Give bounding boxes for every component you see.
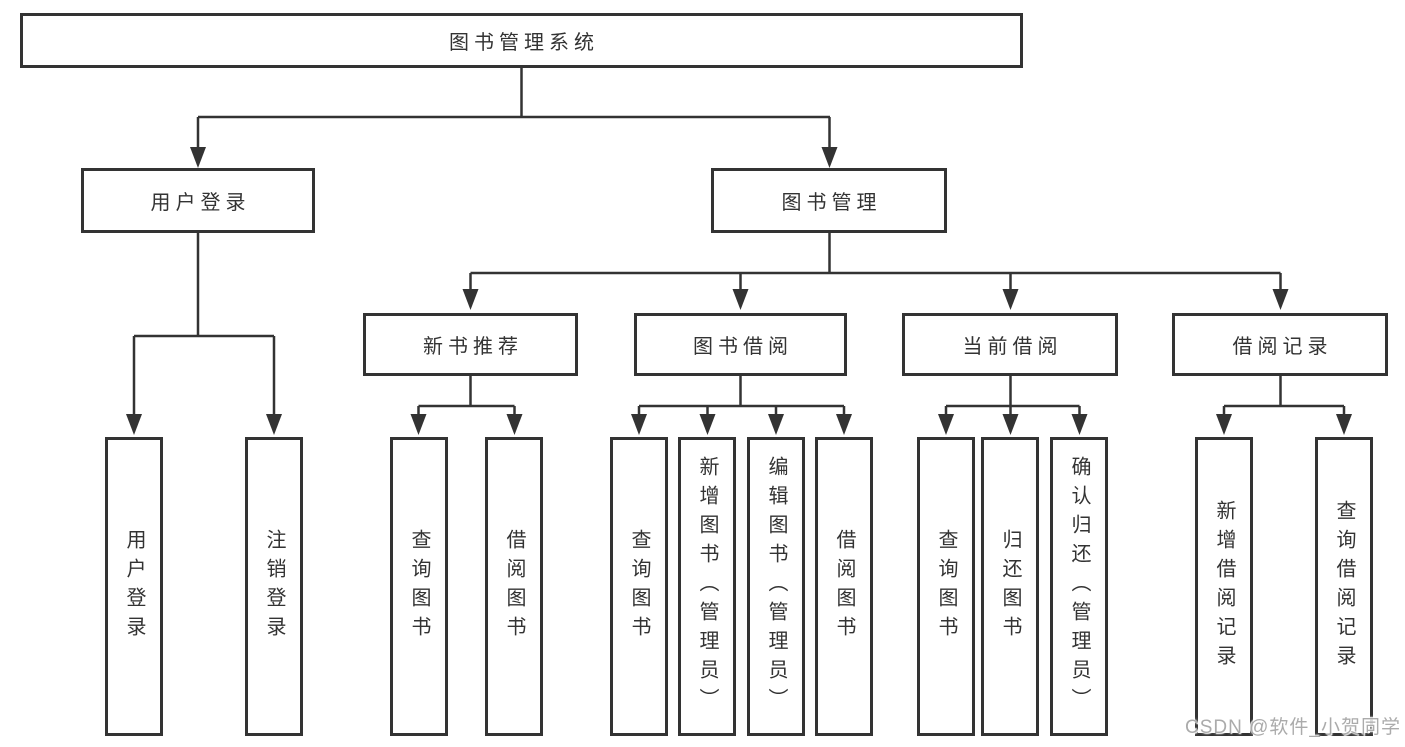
node-confirm-return-admin: 确认归还（管理员） bbox=[1050, 437, 1108, 736]
node-label: 图书管理 bbox=[781, 192, 882, 214]
arrow-head bbox=[506, 414, 523, 435]
connector-new-book-recommend bbox=[410, 376, 523, 435]
node-label: 查询借阅记录 bbox=[1333, 499, 1355, 674]
connector-book-management bbox=[462, 233, 1289, 310]
arrow-head bbox=[1216, 414, 1232, 435]
arrow-head bbox=[732, 289, 749, 310]
node-label: 借阅图书 bbox=[833, 528, 855, 645]
arrow-head bbox=[1336, 414, 1352, 435]
node-label: 新书推荐 bbox=[423, 336, 523, 358]
node-book-borrow: 图书借阅 bbox=[634, 313, 847, 376]
connector-root bbox=[190, 68, 838, 168]
node-label: 确认归还（管理员） bbox=[1068, 456, 1090, 717]
connector-line bbox=[132, 233, 276, 415]
node-label: 图书借阅 bbox=[693, 336, 793, 358]
node-label: 查询图书 bbox=[935, 528, 957, 645]
connector-line bbox=[637, 376, 846, 415]
connector-current-borrow bbox=[938, 376, 1088, 435]
arrow-head bbox=[1002, 289, 1019, 310]
node-label: 用户登录 bbox=[150, 192, 251, 214]
connector-line bbox=[196, 68, 831, 148]
node-label: 查询图书 bbox=[628, 528, 650, 645]
node-label: 查询图书 bbox=[408, 528, 430, 645]
arrow-head bbox=[836, 414, 852, 435]
node-root: 图书管理系统 bbox=[20, 13, 1023, 68]
connector-line bbox=[469, 233, 1282, 290]
node-add-book-admin: 新增图书（管理员） bbox=[678, 437, 736, 736]
node-borrow-records: 借阅记录 bbox=[1172, 313, 1388, 376]
watermark: CSDN @软件_小贺同学 bbox=[1185, 717, 1401, 738]
node-label: 当前借阅 bbox=[962, 336, 1063, 358]
node-query-book-current: 查询图书 bbox=[917, 437, 975, 736]
node-borrow-book-recommend: 借阅图书 bbox=[485, 437, 543, 736]
node-borrow-book: 借阅图书 bbox=[815, 437, 873, 736]
node-book-management: 图书管理 bbox=[711, 168, 947, 233]
connector-borrow-records bbox=[1216, 376, 1352, 435]
arrow-head bbox=[768, 414, 784, 435]
node-label: 借阅记录 bbox=[1232, 336, 1333, 358]
node-return-book: 归还图书 bbox=[981, 437, 1039, 736]
arrow-head bbox=[1071, 414, 1088, 435]
connector-line bbox=[1222, 376, 1346, 415]
node-label: 注销登录 bbox=[263, 528, 285, 645]
node-query-book-borrow: 查询图书 bbox=[610, 437, 668, 736]
node-new-book-recommend: 新书推荐 bbox=[363, 313, 578, 376]
node-query-borrow-record: 查询借阅记录 bbox=[1315, 437, 1373, 736]
arrow-head bbox=[631, 414, 647, 435]
arrow-head bbox=[938, 414, 954, 435]
node-current-borrow: 当前借阅 bbox=[902, 313, 1118, 376]
connector-user-login bbox=[126, 233, 282, 435]
node-label: 图书管理系统 bbox=[449, 32, 599, 54]
arrow-head bbox=[1002, 414, 1019, 435]
node-query-book-recommend: 查询图书 bbox=[390, 437, 448, 736]
arrow-head bbox=[266, 414, 282, 435]
node-label: 借阅图书 bbox=[503, 528, 525, 645]
node-label: 新增借阅记录 bbox=[1213, 499, 1235, 674]
arrow-head bbox=[821, 147, 838, 168]
arrow-head bbox=[190, 147, 206, 168]
node-label: 归还图书 bbox=[999, 528, 1021, 645]
arrow-head bbox=[1272, 289, 1289, 310]
arrow-head bbox=[410, 414, 427, 435]
connector-line bbox=[944, 376, 1081, 415]
node-logout-leaf: 注销登录 bbox=[245, 437, 303, 736]
node-label: 用户登录 bbox=[123, 528, 145, 645]
node-edit-book-admin: 编辑图书（管理员） bbox=[747, 437, 805, 736]
node-label: 编辑图书（管理员） bbox=[765, 456, 787, 717]
connector-book-borrow bbox=[631, 376, 852, 435]
node-user-login: 用户登录 bbox=[81, 168, 315, 233]
arrow-head bbox=[126, 414, 142, 435]
arrow-head bbox=[699, 414, 716, 435]
connector-line bbox=[417, 376, 516, 415]
node-add-borrow-record: 新增借阅记录 bbox=[1195, 437, 1253, 736]
node-user-login-leaf: 用户登录 bbox=[105, 437, 163, 736]
node-label: 新增图书（管理员） bbox=[696, 456, 718, 717]
arrow-head bbox=[462, 289, 479, 310]
